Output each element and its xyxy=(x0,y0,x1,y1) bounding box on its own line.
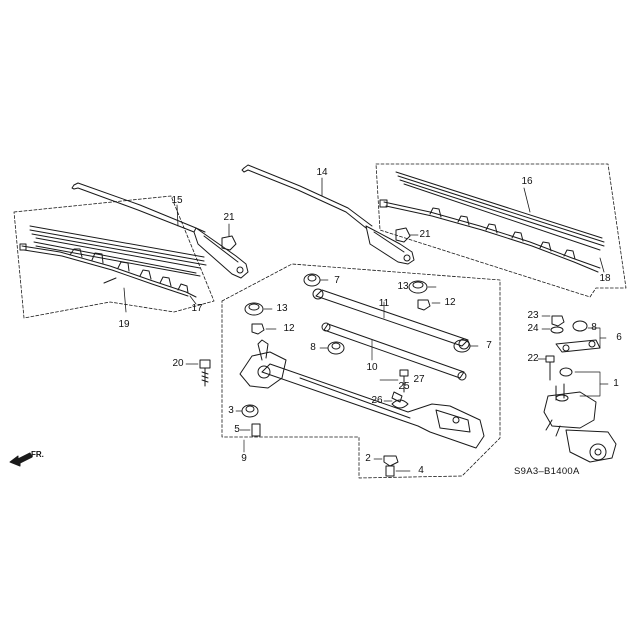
callout-27: 27 xyxy=(413,374,425,385)
callout-10: 10 xyxy=(366,362,378,373)
callout-19: 19 xyxy=(118,319,130,330)
bushing-8 xyxy=(327,341,345,355)
nut-12-right xyxy=(417,299,431,311)
callout-17: 17 xyxy=(191,303,203,314)
callout-5: 5 xyxy=(234,424,240,435)
callout-25: 25 xyxy=(398,381,410,392)
callout-21-left: 21 xyxy=(223,212,235,223)
callout-15: 15 xyxy=(171,195,183,206)
cap-21-center xyxy=(395,227,419,243)
callout-22: 22 xyxy=(527,353,539,364)
motor-assembly xyxy=(543,367,617,463)
bushing-7-upper xyxy=(303,273,321,287)
callout-9: 9 xyxy=(241,453,247,464)
callout-14: 14 xyxy=(316,167,328,178)
bushing-8-motor xyxy=(572,320,588,332)
right-blade-assembly xyxy=(379,171,605,273)
callout-4: 4 xyxy=(418,465,424,476)
callout-21-center: 21 xyxy=(419,229,431,240)
callout-18: 18 xyxy=(599,273,611,284)
left-wiper-arm xyxy=(71,182,249,279)
nut-12-left xyxy=(251,323,265,335)
nut-23 xyxy=(551,315,565,327)
bushing-3 xyxy=(241,404,259,418)
callout-13-right: 13 xyxy=(397,281,409,292)
callout-8-motor: 8 xyxy=(591,322,597,333)
group-outline-linkage xyxy=(221,263,501,479)
center-wiper-arm xyxy=(241,164,415,265)
linkage-upper-bar xyxy=(312,288,470,350)
washer-24 xyxy=(550,326,564,334)
bolt-27 xyxy=(399,369,409,393)
clip-26 xyxy=(391,399,409,409)
group-outline-right-blade xyxy=(375,163,627,298)
left-blade-assembly xyxy=(19,225,207,313)
collar-4 xyxy=(385,465,395,477)
crank-arm-8 xyxy=(555,339,601,353)
callout-16: 16 xyxy=(521,176,533,187)
group-outline-left-blade xyxy=(13,195,215,319)
nut-2 xyxy=(383,455,399,467)
callout-26: 26 xyxy=(371,395,383,406)
callout-1: 1 xyxy=(613,378,619,389)
cap-21-left xyxy=(221,223,237,251)
callout-23: 23 xyxy=(527,310,539,321)
collar-5 xyxy=(251,423,261,437)
callout-12-right: 12 xyxy=(444,297,456,308)
bolt-22 xyxy=(545,355,555,381)
callout-12-left: 12 xyxy=(283,323,295,334)
callout-13-left: 13 xyxy=(276,303,288,314)
callout-7-lower: 7 xyxy=(486,340,492,351)
leader-lines xyxy=(185,279,609,472)
callout-6: 6 xyxy=(616,332,622,343)
front-arrow-icon xyxy=(9,452,33,467)
diagram-code: S9A3–B1400A xyxy=(514,466,580,477)
callout-2: 2 xyxy=(365,453,371,464)
bushing-13-left xyxy=(244,302,264,316)
linkage-frame xyxy=(239,339,485,449)
callout-24: 24 xyxy=(527,323,539,334)
callout-11: 11 xyxy=(378,298,390,309)
callout-3: 3 xyxy=(228,405,234,416)
front-indicator-label: FR. xyxy=(31,450,44,459)
callout-7-upper: 7 xyxy=(334,275,340,286)
bolt-20 xyxy=(199,359,211,387)
bushing-13-right xyxy=(408,280,428,294)
callout-20: 20 xyxy=(172,358,184,369)
callout-8-linkage: 8 xyxy=(310,342,316,353)
linkage-middle-bar xyxy=(321,322,467,381)
clip-25 xyxy=(391,391,403,403)
